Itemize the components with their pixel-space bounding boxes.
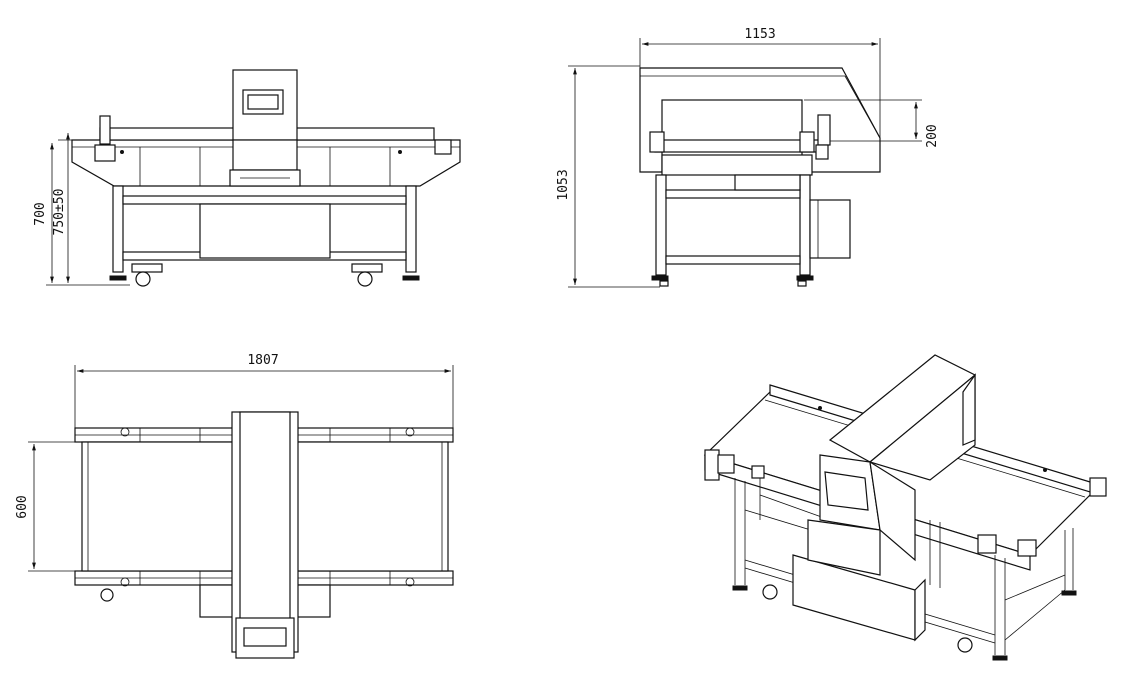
caster-wheel-icon [762,584,778,600]
dim-top-belt-width: 600 [15,495,30,518]
dim-side-height: 1053 [556,169,571,200]
dim-top-length: 1807 [247,353,278,368]
dim-front-height: 700 [33,202,48,225]
photo-sensor-icon [99,115,111,145]
display-screen-icon [824,471,869,511]
dim-front-height-adjust: 750±50 [52,189,67,236]
caster-wheel-icon [357,271,373,287]
photo-sensor-icon [717,454,735,474]
display-screen-icon [243,627,287,647]
belt-guide-icon [799,131,815,153]
caster-wheel-icon [100,588,114,602]
dim-side-width: 1153 [744,27,775,42]
belt-guide-icon [649,131,665,153]
top-view: 1807 600 [15,353,454,659]
front-view: 700 750±50 [33,69,461,287]
dim-side-tunnel-height: 200 [925,124,940,147]
caster-wheel-icon [957,637,973,653]
isometric-view [703,354,1107,661]
caster-wheel-icon [135,271,151,287]
side-view: 1153 1053 200 [556,27,940,288]
